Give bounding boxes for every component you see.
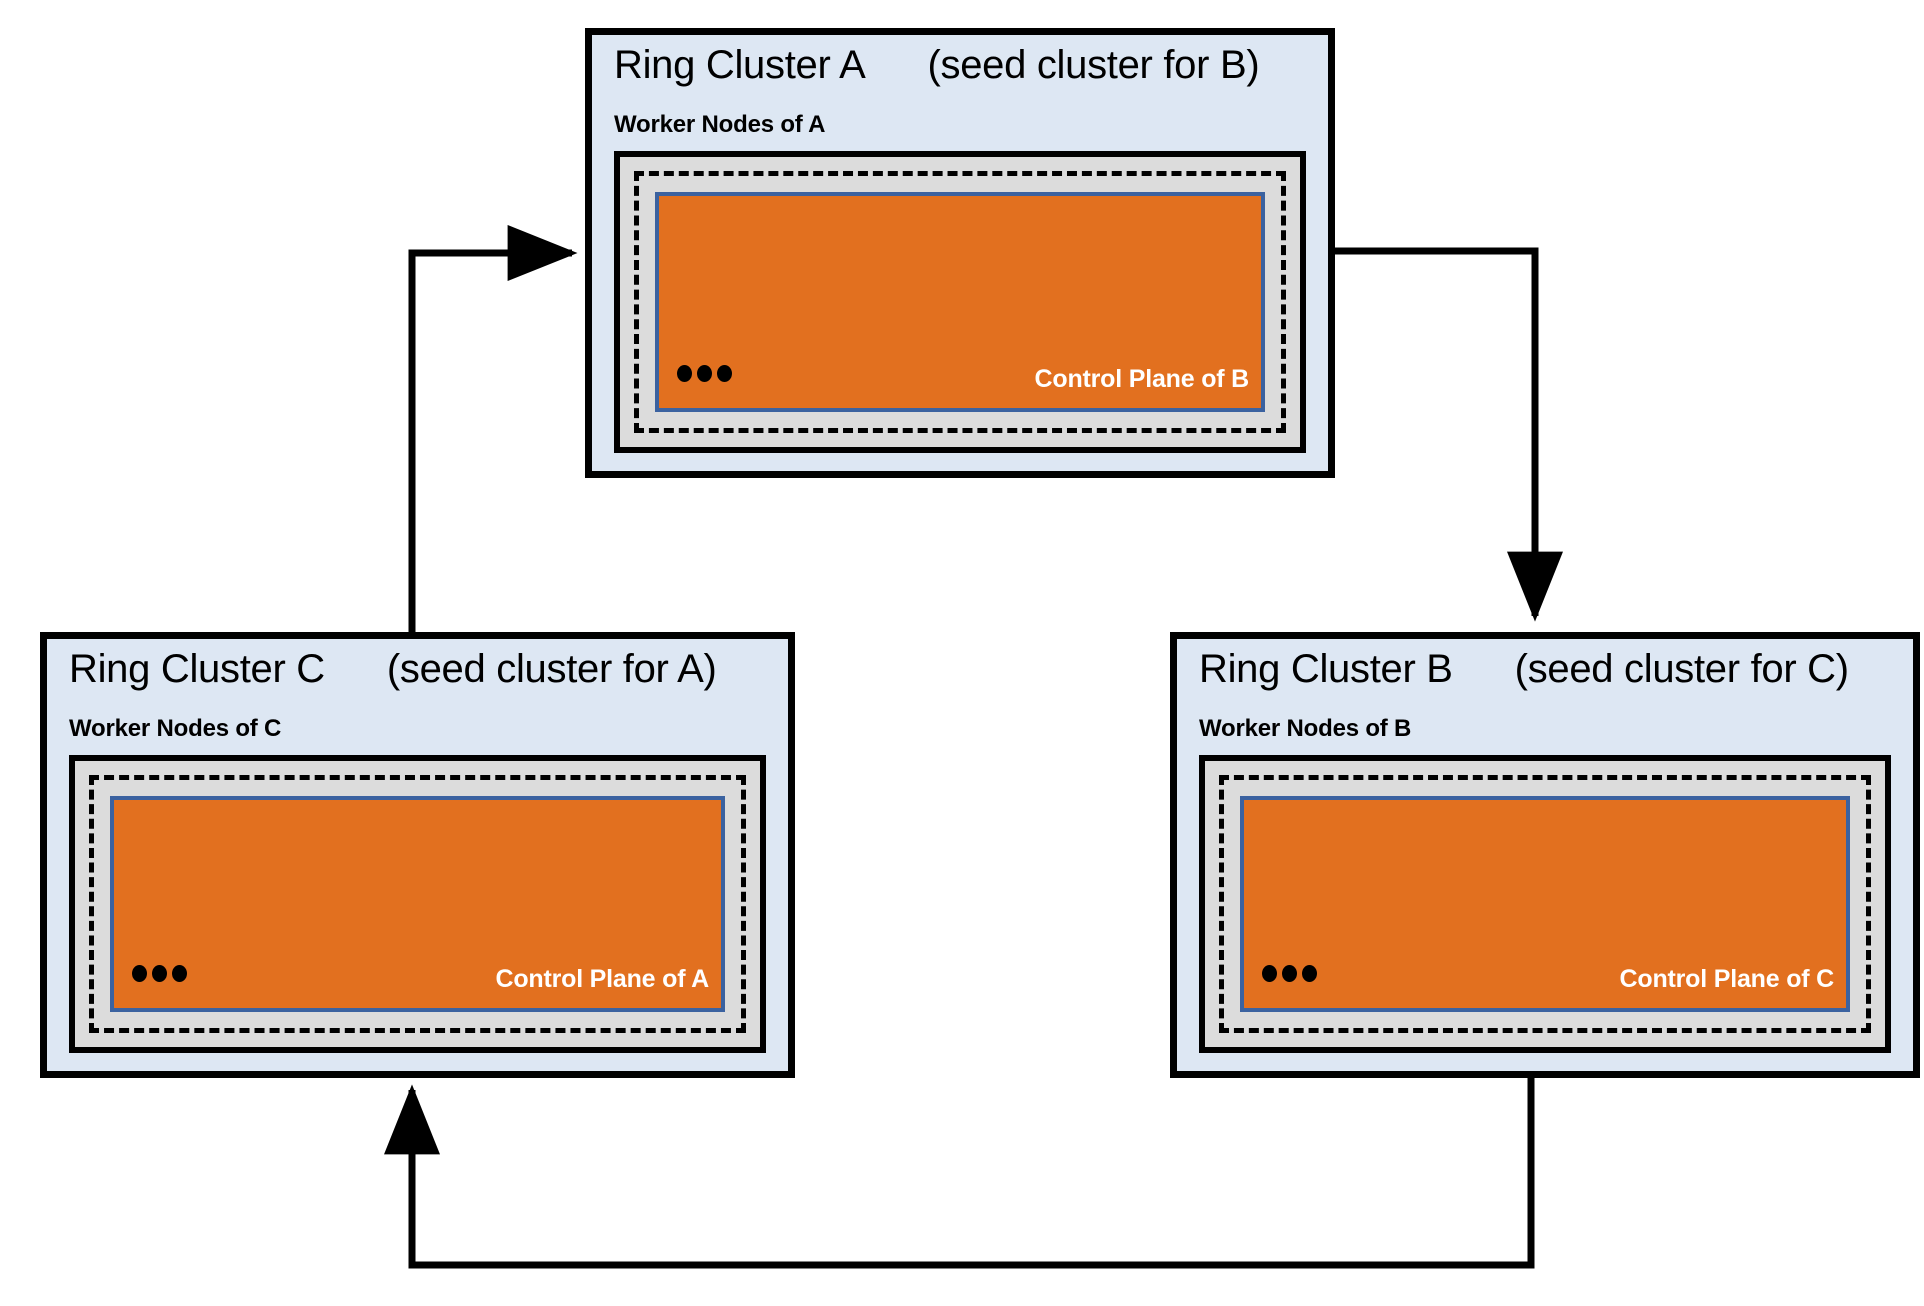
cluster-b-ellipsis-icon (1262, 965, 1317, 982)
cluster-c-control-plane[interactable]: Control Plane of A (110, 796, 725, 1012)
cluster-a-control-plane-label: Control Plane of B (1034, 365, 1250, 393)
cluster-a-title-text: Ring Cluster A (614, 43, 866, 87)
arrow-a-to-b (1335, 247, 1563, 622)
ring-cluster-c[interactable]: Ring Cluster C (seed cluster for A) Worke… (40, 632, 795, 1078)
cluster-a-control-plane[interactable]: Control Plane of B (655, 192, 1265, 412)
cluster-b-node-boundary: Control Plane of C (1219, 775, 1871, 1033)
cluster-a-ellipsis-icon (677, 365, 732, 382)
cluster-a-title: Ring Cluster A (seed cluster for B) (614, 43, 1260, 88)
arrow-c-to-a (408, 225, 578, 632)
cluster-c-worker-label: Worker Nodes of C (69, 715, 282, 742)
cluster-c-title: Ring Cluster C (seed cluster for A) (69, 647, 717, 692)
cluster-c-ellipsis-icon (132, 965, 187, 982)
cluster-c-seed-note: (seed cluster for A) (386, 647, 717, 691)
cluster-c-control-plane-label: Control Plane of A (495, 965, 709, 993)
cluster-c-worker-nodes[interactable]: Control Plane of A (69, 755, 766, 1053)
cluster-b-control-plane-label: Control Plane of C (1619, 965, 1835, 993)
cluster-c-title-text: Ring Cluster C (69, 647, 325, 691)
cluster-b-worker-label: Worker Nodes of B (1199, 715, 1412, 742)
cluster-b-title-text: Ring Cluster B (1199, 647, 1453, 691)
ring-cluster-a[interactable]: Ring Cluster A (seed cluster for B) Worke… (585, 28, 1335, 478)
cluster-c-node-boundary: Control Plane of A (89, 775, 746, 1033)
cluster-a-worker-label: Worker Nodes of A (614, 111, 826, 138)
cluster-a-seed-note: (seed cluster for B) (927, 43, 1260, 87)
cluster-a-node-boundary: Control Plane of B (634, 171, 1286, 433)
cluster-a-worker-nodes[interactable]: Control Plane of B (614, 151, 1306, 453)
cluster-b-title: Ring Cluster B (seed cluster for C) (1199, 647, 1849, 692)
cluster-b-worker-nodes[interactable]: Control Plane of C (1199, 755, 1891, 1053)
arrow-b-to-c (384, 1078, 1535, 1269)
cluster-b-control-plane[interactable]: Control Plane of C (1240, 796, 1850, 1012)
ring-cluster-b[interactable]: Ring Cluster B (seed cluster for C) Worke… (1170, 632, 1920, 1078)
cluster-b-seed-note: (seed cluster for C) (1514, 647, 1849, 691)
